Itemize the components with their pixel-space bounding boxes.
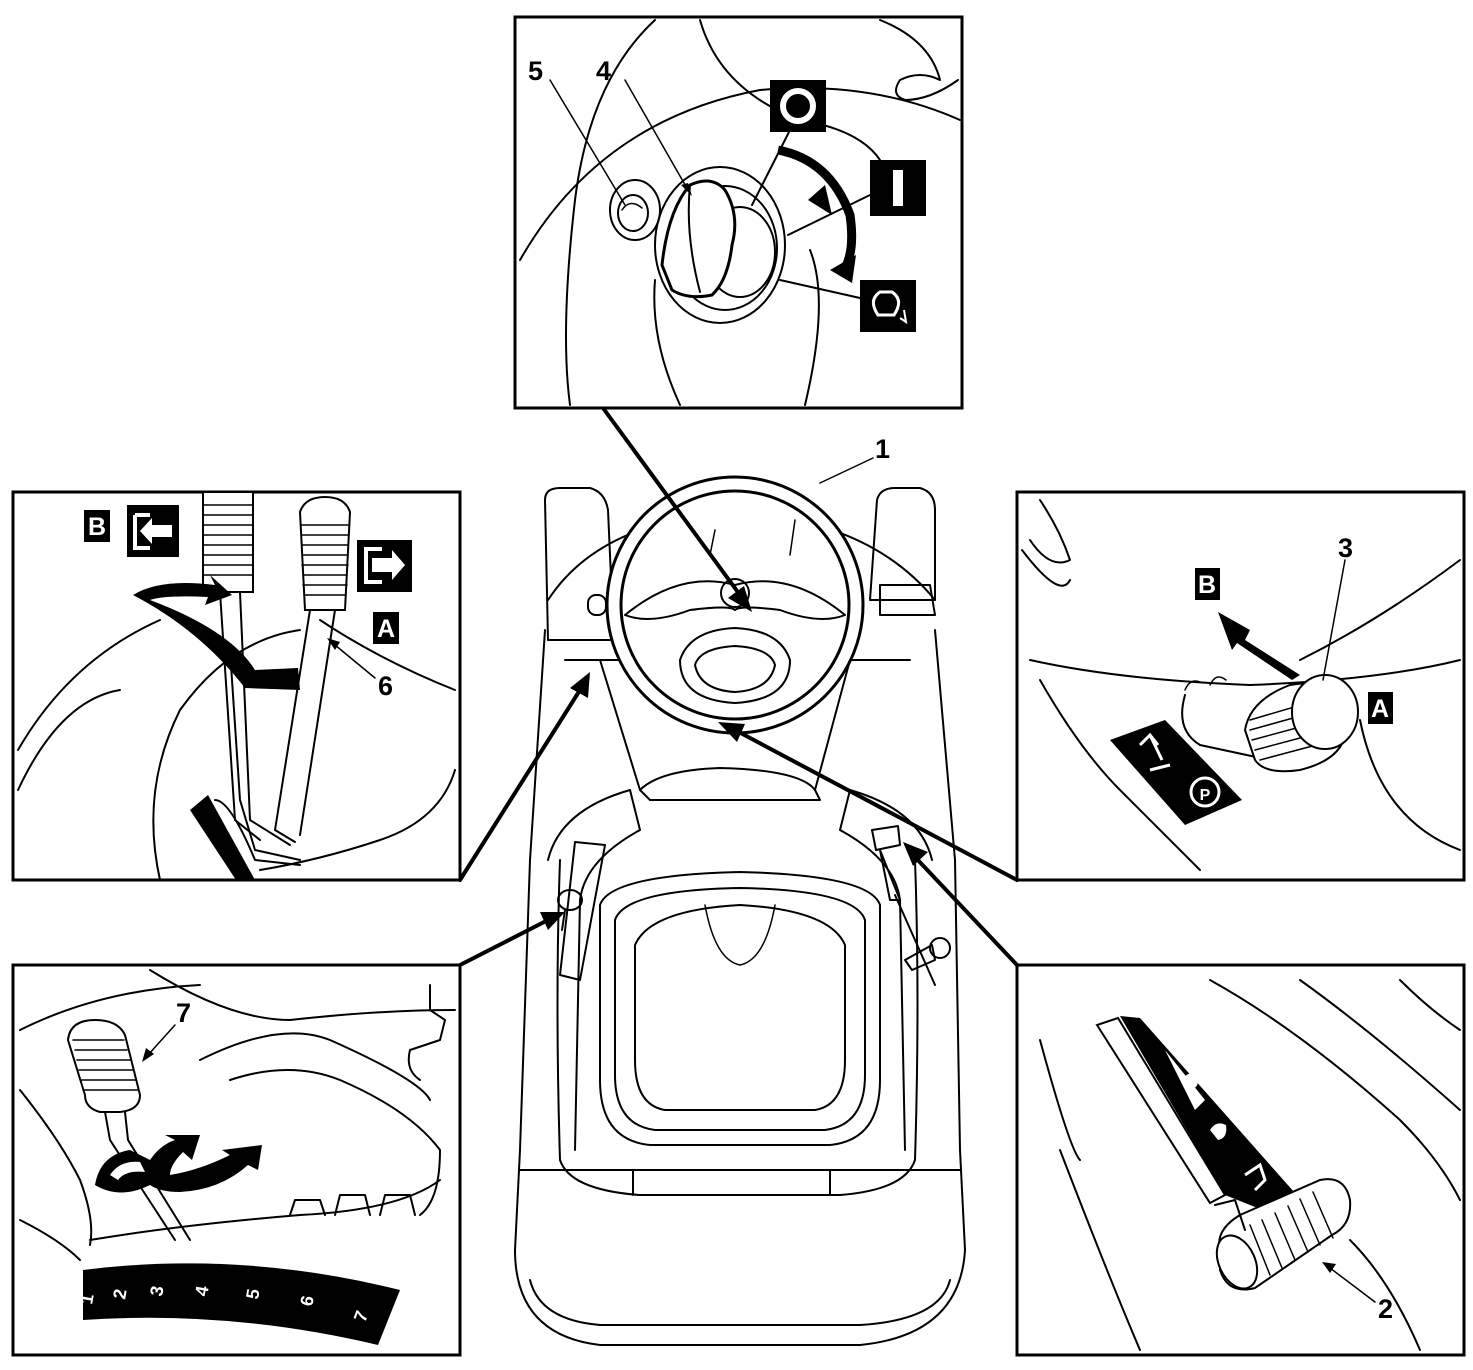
label-part-7: 7 (176, 998, 191, 1028)
tractor-overview (514, 475, 966, 1346)
label-part-2: 2 (1378, 1294, 1393, 1324)
throttle-panel (1015, 963, 1466, 1357)
ignition-panel (513, 15, 964, 410)
height-scale-position: 3 (146, 1284, 167, 1297)
label-part-4: 4 (596, 56, 611, 86)
height-letter-b: B (88, 513, 106, 541)
cutting-height-panel (11, 490, 462, 882)
label-part-6: 6 (378, 671, 393, 701)
height-scale-position: 4 (191, 1284, 212, 1297)
height-scale-position: 1 (76, 1292, 97, 1305)
height-scale-position: 6 (296, 1294, 318, 1308)
height-scale-position: 2 (109, 1287, 130, 1300)
parking-brake-panel (1015, 490, 1466, 882)
height-scale-position: 5 (242, 1287, 263, 1300)
steering-wheel (605, 475, 865, 735)
park-symbol: P (1200, 787, 1211, 804)
brake-letter-a: A (1371, 695, 1389, 723)
label-part-3: 3 (1338, 533, 1353, 563)
label-part-1: 1 (875, 434, 890, 464)
speed-lever-panel (11, 963, 462, 1357)
brake-letter-b: B (1198, 571, 1216, 599)
label-part-5: 5 (528, 56, 543, 86)
height-letter-a: A (377, 615, 395, 643)
leader-arrows (458, 406, 1019, 967)
